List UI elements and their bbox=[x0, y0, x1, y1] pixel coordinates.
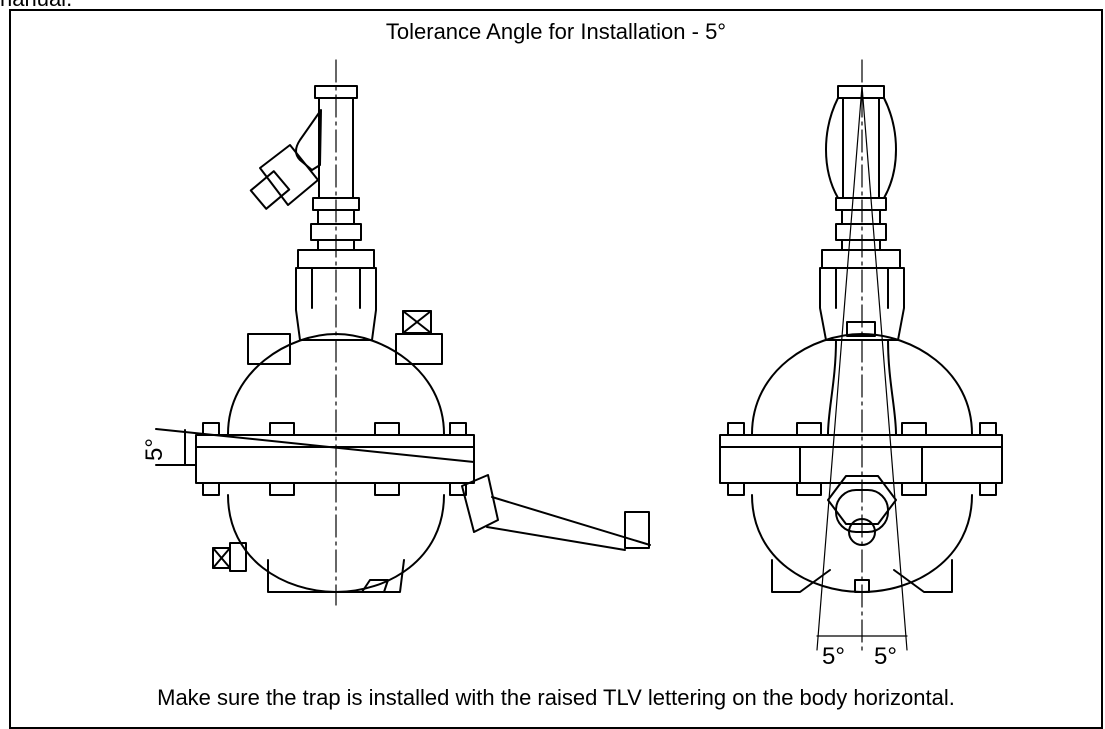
right-flange bbox=[719, 434, 1003, 484]
left-angle-label: 5° bbox=[141, 438, 168, 461]
right-angle-label-2: 5° bbox=[874, 643, 897, 670]
left-bottom-plug bbox=[212, 547, 231, 569]
diagram-frame: Tolerance Angle for Installation - 5° Ma… bbox=[9, 9, 1103, 729]
left-top-plug bbox=[402, 310, 432, 334]
strainer-branch bbox=[295, 109, 322, 171]
strainer-body bbox=[259, 144, 319, 206]
left-flange bbox=[195, 434, 475, 484]
cut-off-text: nanual. bbox=[0, 0, 72, 10]
right-tilt-line-left bbox=[816, 85, 863, 651]
trap-drawing: 5° 5° 5 bbox=[141, 59, 1003, 670]
strainer-cap bbox=[249, 170, 291, 210]
right-outlet-hex bbox=[827, 475, 897, 525]
right-view: 5° 5° bbox=[719, 59, 1003, 670]
left-outlet-pipe bbox=[486, 496, 651, 551]
left-view: 5° bbox=[141, 59, 651, 606]
diagram-caption: Make sure the trap is installed with the… bbox=[157, 685, 955, 710]
left-outlet-end bbox=[624, 511, 650, 549]
right-tilt-line-right bbox=[861, 85, 908, 651]
left-outlet-union bbox=[461, 474, 499, 533]
left-tilt-line bbox=[155, 428, 475, 463]
right-angle-label-1: 5° bbox=[822, 643, 845, 670]
diagram-title: Tolerance Angle for Installation - 5° bbox=[385, 19, 727, 44]
right-strainer bbox=[825, 97, 897, 199]
